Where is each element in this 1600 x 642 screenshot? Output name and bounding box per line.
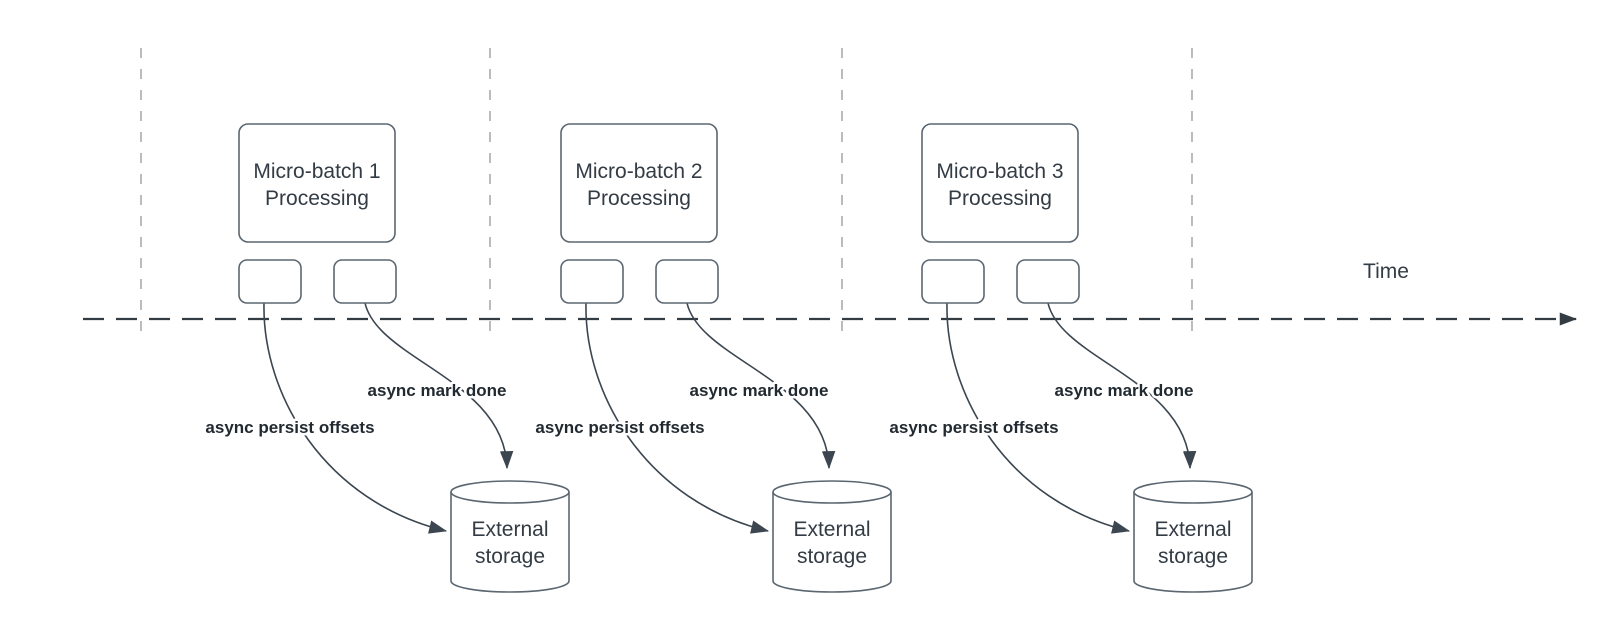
persist-offsets-arrow [946,302,1131,534]
micro-batch-2-box [560,123,718,243]
mark-done-label: async mark done [368,381,507,400]
persist-offsets-arrow [263,302,448,534]
persist-offsets-task-box [921,259,985,304]
external-storage-label-line2: storage [1158,545,1228,568]
mark-done-task-box [1016,259,1080,304]
micro-batch-3-box [921,123,1079,243]
external-storage-cylinder [772,480,892,593]
mark-done-arrow [1047,302,1197,470]
mark-done-label: async mark done [690,381,829,400]
micro-batch-3-title-line2: Processing [948,187,1052,210]
persist-offsets-label: async persist offsets [889,418,1058,437]
micro-batch-1-title-line1: Micro-batch 1 [253,160,380,183]
external-storage-cylinder-rim [772,491,892,504]
external-storage-cylinder-rim [450,491,570,504]
external-storage-label-line2: storage [797,545,867,568]
external-storage-cylinder [450,480,570,593]
persist-offsets-arrow [585,302,770,534]
external-storage-label-line1: External [793,518,870,541]
micro-batch-2-group: Micro-batch 2 Processing async persist o… [533,123,892,593]
micro-batch-2-title-line1: Micro-batch 2 [575,160,702,183]
external-storage-cylinder [1133,480,1253,593]
mark-done-task-box [655,259,719,304]
mark-done-arrow [364,302,514,470]
time-axis-label: Time [1363,260,1409,283]
micro-batch-1-title-line2: Processing [265,187,369,210]
persist-offsets-label: async persist offsets [535,418,704,437]
mark-done-arrow [686,302,836,470]
mark-done-task-box [333,259,397,304]
persist-offsets-task-box [238,259,302,304]
micro-batch-1-box [238,123,396,243]
external-storage-cylinder-rim [1133,491,1253,504]
external-storage-label-line1: External [471,518,548,541]
micro-batch-1-group: Micro-batch 1 Processing async persist o… [203,123,570,593]
external-storage-label-line1: External [1154,518,1231,541]
mark-done-label: async mark done [1055,381,1194,400]
persist-offsets-task-box [560,259,624,304]
persist-offsets-label: async persist offsets [205,418,374,437]
micro-batch-3-group: Micro-batch 3 Processing async persist o… [887,123,1253,593]
micro-batch-3-title-line1: Micro-batch 3 [936,160,1063,183]
external-storage-label-line2: storage [475,545,545,568]
micro-batch-2-title-line2: Processing [587,187,691,210]
